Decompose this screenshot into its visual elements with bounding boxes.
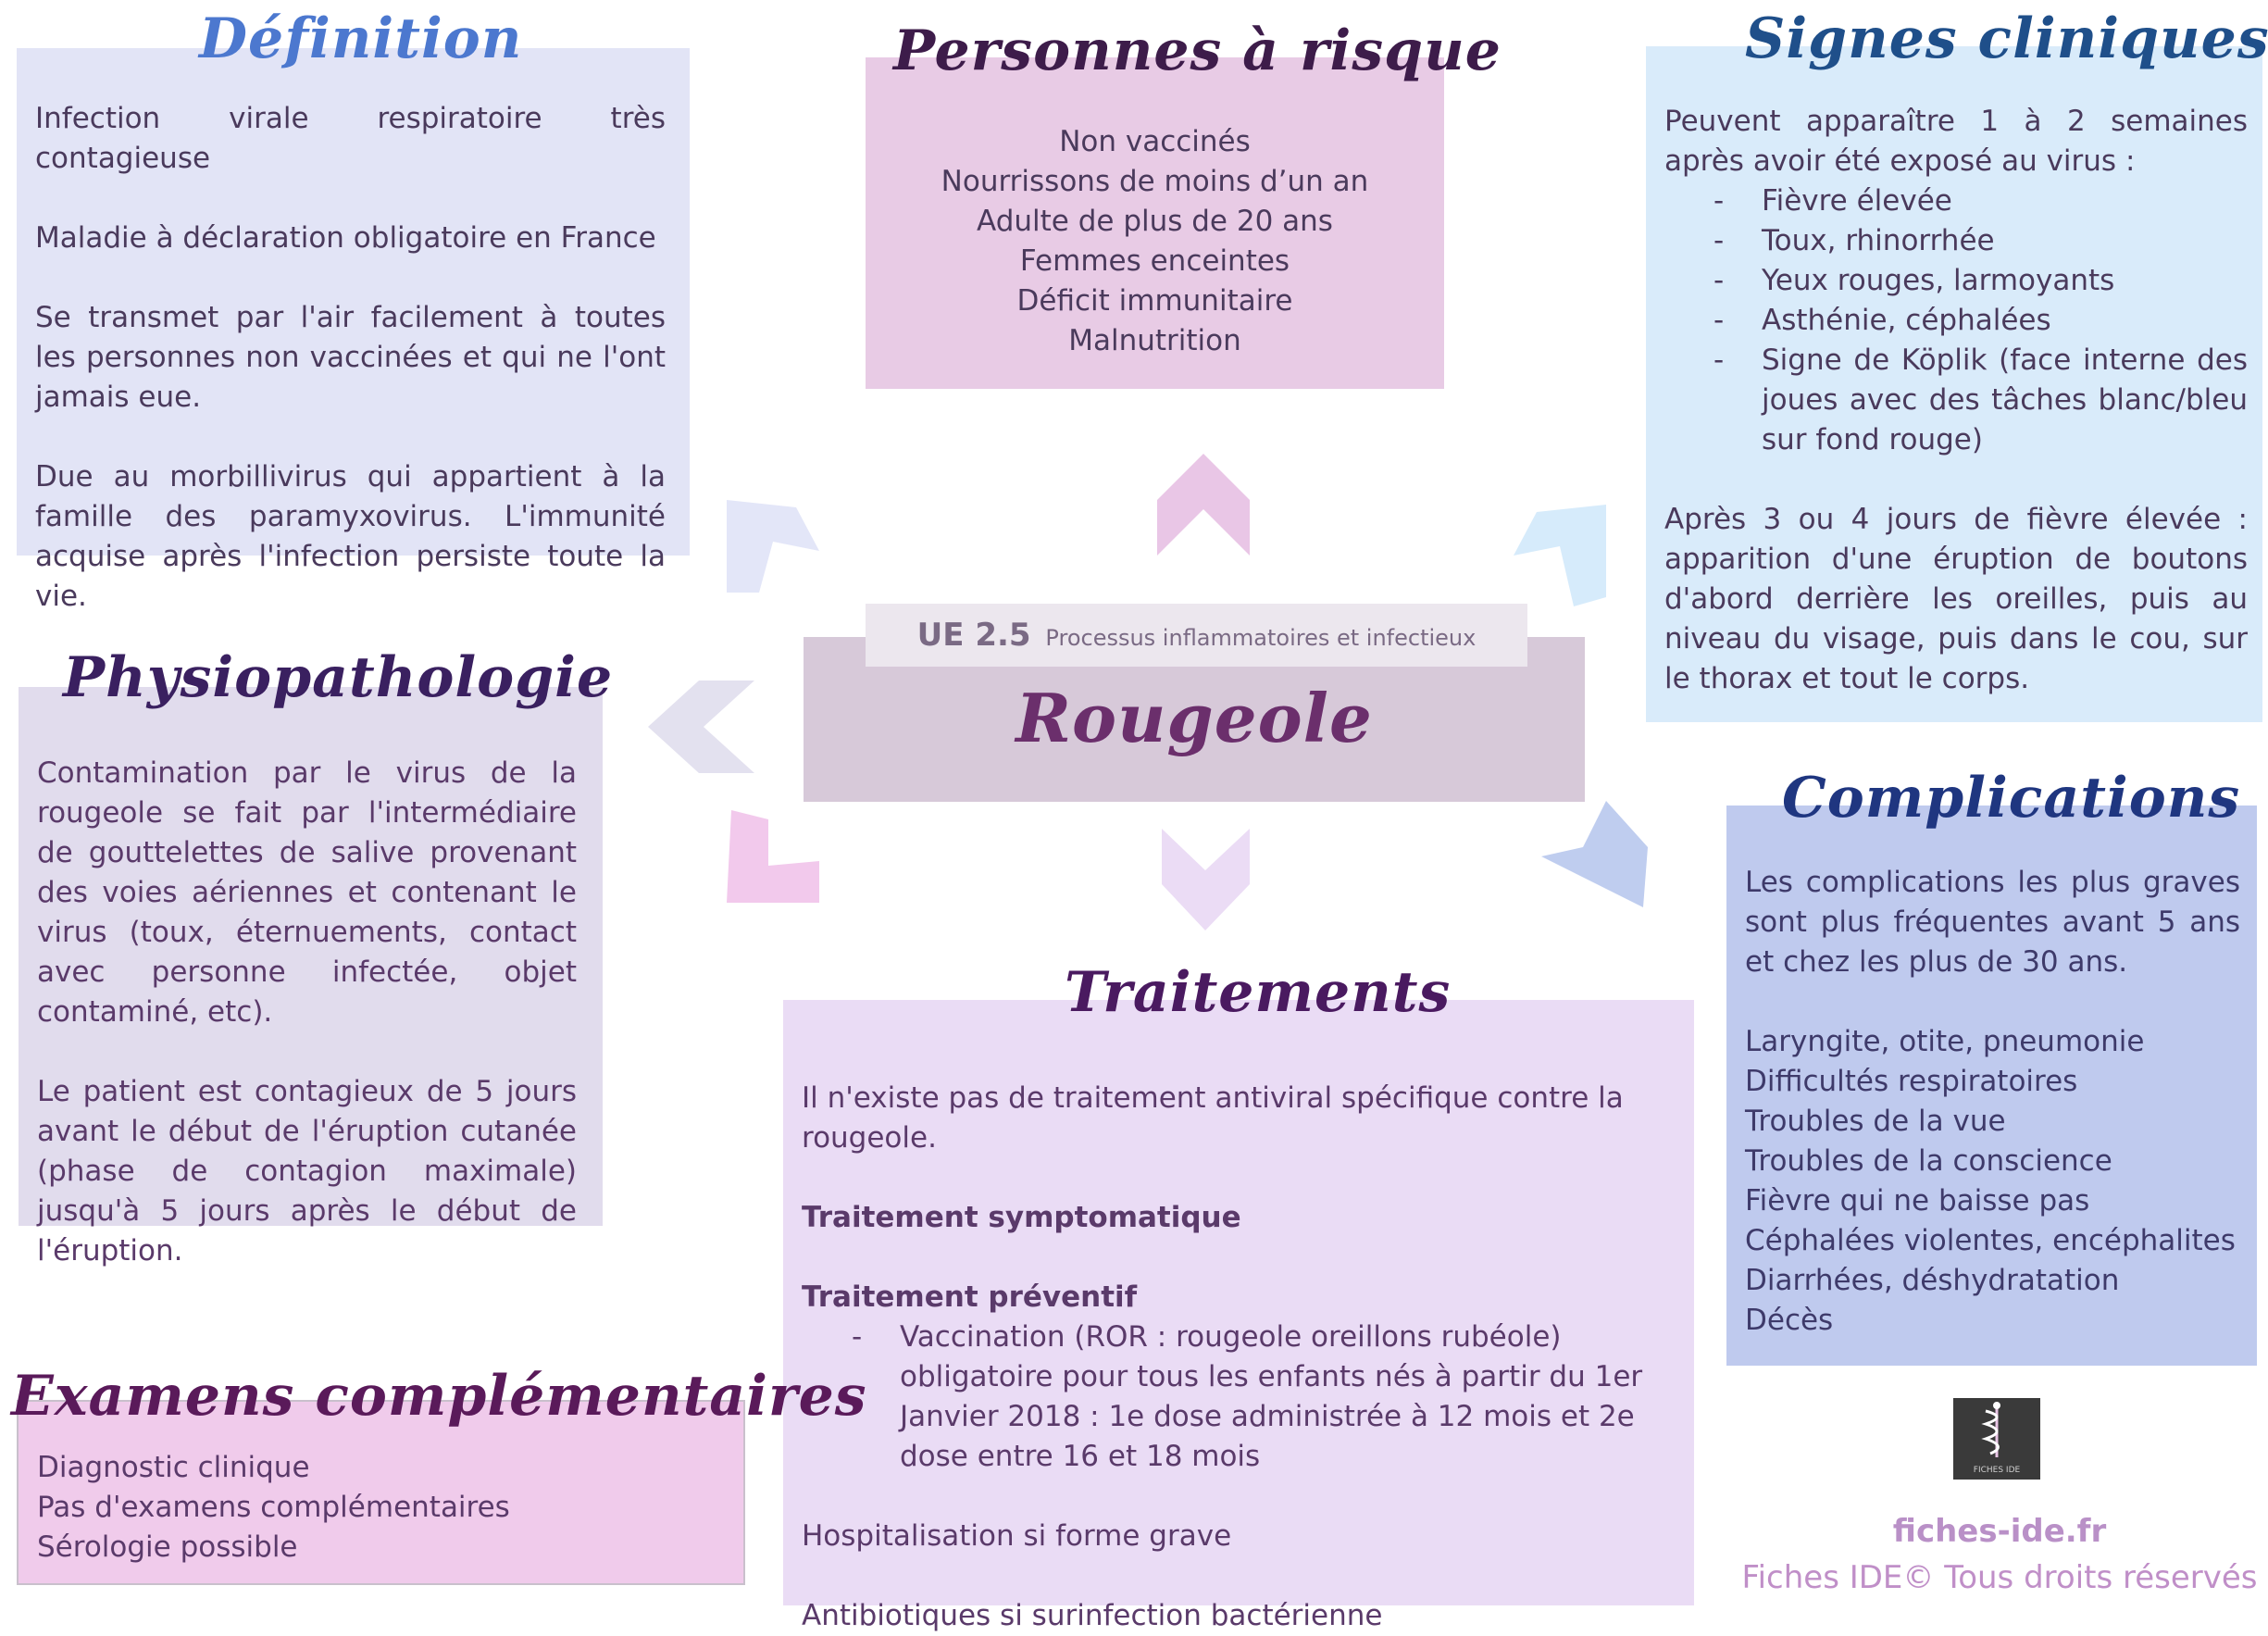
signes-item: -Asthénie, céphalées [1713,304,2051,337]
risque-item-4: Femmes enceintes [1019,244,1290,278]
complications-box: Les complications les plus graves sont p… [1726,806,2257,1366]
complications-item: Diarrhées, déshydratation [1745,1264,2120,1297]
traitements-box: Il n'existe pas de traitement antiviral … [783,1000,1694,1632]
risque-item-3: Adulte de plus de 20 ans [977,205,1333,238]
risque-item-2: Nourrissons de moins d’un an [941,165,1369,198]
physio-p1: Contamination par le virus de la rougeol… [37,756,577,1029]
copyright-text: Fiches IDE© Tous droits réservés [1741,1559,2258,1596]
ue-title: Processus inflammatoires et infectieux [1045,625,1477,651]
arrow-upleft-definition [727,500,819,593]
definition-box: Infection virale respiratoire très conta… [17,48,690,613]
site-link[interactable]: fiches-ide.fr [1892,1513,2107,1550]
logo-label: FICHES IDE [1973,1466,2021,1475]
arrow-downleft-examens [727,810,819,903]
examens-item: Pas d'examens complémentaires [37,1491,510,1524]
complications-item: Difficultés respiratoires [1745,1065,2078,1098]
risque-heading: Personnes à risque [893,19,1502,83]
examens-box: Diagnostic clinique Pas d'examens complé… [17,1400,745,1585]
traitements-item: -Vaccination (ROR : rougeole oreillons r… [852,1320,1643,1473]
signes-item: -Fièvre élevée [1713,184,1952,218]
physio-box: Contamination par le virus de la rougeol… [19,687,603,1268]
signes-item: -Toux, rhinorrhée [1713,224,1995,257]
definition-p4: Due au morbillivirus qui appartient à la… [35,460,666,613]
risque-item-5: Déficit immunitaire [1016,284,1293,318]
signes-intro: Peuvent apparaître 1 à 2 semaines après … [1664,105,2248,178]
complications-intro: Les complications les plus graves sont p… [1745,866,2240,979]
complications-item: Troubles de la vue [1745,1105,2006,1138]
signes-list: -Fièvre élevée -Toux, rhinorrhée -Yeux r… [1664,181,2248,460]
risque-item-1: Non vaccinés [1059,125,1251,158]
examens-item: Sérologie possible [37,1530,298,1564]
arrow-upright-signes [1514,505,1606,606]
signes-box: Peuvent apparaître 1 à 2 semaines après … [1646,46,2262,722]
complications-item: Troubles de la conscience [1745,1144,2112,1178]
traitements-preventif: Traitement préventif [802,1280,1138,1314]
traitements-p1: Il n'existe pas de traitement antiviral … [802,1081,1624,1155]
complications-item: Décès [1745,1304,1834,1337]
definition-heading: Définition [199,6,523,71]
complications-item: Laryngite, otite, pneumonie [1745,1025,2145,1058]
examens-item: Diagnostic clinique [37,1451,310,1484]
ue-banner: UE 2.5 Processus inflammatoires et infec… [866,604,1527,667]
complications-item: Fièvre qui ne baisse pas [1745,1184,2090,1218]
signes-outro: Après 3 ou 4 jours de fièvre élevée : ap… [1664,503,2248,695]
traitements-heading: Traitements [1065,960,1452,1025]
definition-p1: Infection virale respiratoire très conta… [35,102,666,175]
definition-p2: Maladie à déclaration obligatoire en Fra… [35,221,656,255]
signes-item: -Signe de Köplik (face interne des joues… [1713,343,2248,456]
definition-p3: Se transmet par l'air facilement à toute… [35,301,666,414]
fiches-ide-logo: FICHES IDE [1953,1398,2040,1480]
risque-box: Non vaccinés Nourrissons de moins d’un a… [866,57,1444,389]
signes-heading: Signes cliniques [1745,6,2268,71]
arrow-downright-complications [1541,801,1648,907]
ue-code: UE 2.5 [916,617,1031,654]
arrow-left-physio [648,681,754,773]
risque-item-6: Malnutrition [1068,324,1241,357]
complications-item: Céphalées violentes, encéphalites [1745,1224,2236,1257]
physio-heading: Physiopathologie [63,645,614,710]
signes-item: -Yeux rouges, larmoyants [1713,264,2115,297]
physio-p2: Le patient est contagieux de 5 jours ava… [37,1075,577,1268]
traitements-list: -Vaccination (ROR : rougeole oreillons r… [802,1318,1676,1477]
arrow-down-traitements [1162,829,1250,930]
traitements-hospitalisation: Hospitalisation si forme grave [802,1519,1232,1553]
traitements-antibiotiques: Antibiotiques si surinfection bactérienn… [802,1599,1383,1632]
page-title: Rougeole [1016,679,1373,757]
complications-heading: Complications [1782,766,2241,830]
caduceus-icon [1981,1402,2000,1457]
arrow-up-risque [1157,454,1250,556]
traitements-symptomatique: Traitement symptomatique [802,1201,1241,1234]
examens-heading: Examens complémentaires [11,1364,867,1429]
